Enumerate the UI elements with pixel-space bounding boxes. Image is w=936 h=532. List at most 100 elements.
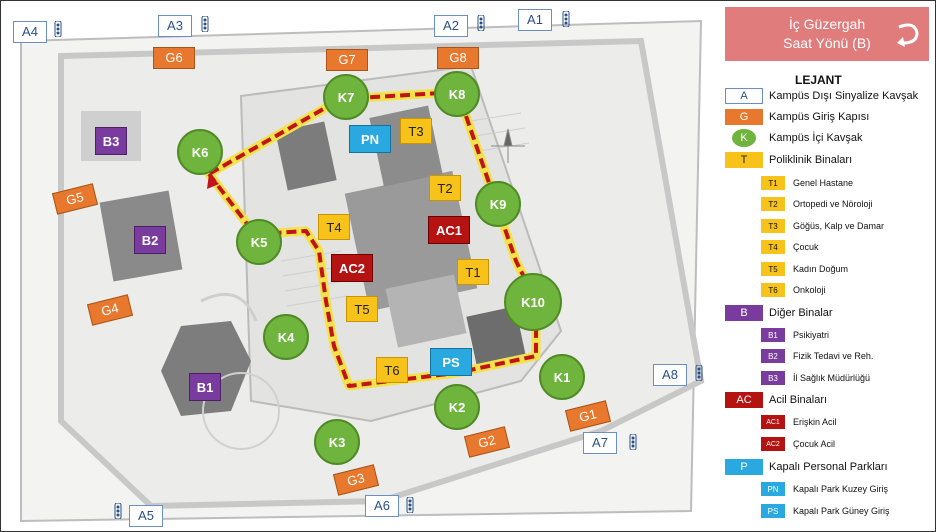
traffic-light-icon (54, 21, 62, 37)
building-b2[interactable]: B2 (134, 226, 166, 254)
traffic-light-icon (695, 365, 703, 381)
junction-k3[interactable]: K3 (314, 419, 360, 465)
legend-label-t: Poliklinik Binaları (769, 154, 853, 166)
junction-a7[interactable]: A7 (583, 432, 617, 454)
junction-k1[interactable]: K1 (539, 354, 585, 400)
clinic-t3[interactable]: T3 (400, 118, 432, 144)
junction-k10[interactable]: K10 (504, 273, 562, 331)
junction-k2[interactable]: K2 (434, 384, 480, 430)
legend-label-t5: Kadın Doğum (793, 264, 849, 274)
junction-a8[interactable]: A8 (653, 364, 687, 386)
legend-symbol-ps: PS (761, 504, 785, 518)
building-b3[interactable]: B3 (95, 127, 127, 155)
legend-symbol-t1: T1 (761, 176, 785, 190)
legend-symbol-p: P (725, 459, 763, 475)
clinic-t2[interactable]: T2 (429, 175, 461, 201)
junction-k5[interactable]: K5 (236, 219, 282, 265)
legend-row-ac: AC Acil Binaları (725, 391, 827, 409)
legend-row-t: T Poliklinik Binaları (725, 151, 852, 169)
junction-k9[interactable]: K9 (475, 181, 521, 227)
legend-symbol-b1: B1 (761, 328, 785, 342)
parking-pn[interactable]: PN (349, 125, 391, 153)
junction-k8[interactable]: K8 (434, 71, 480, 117)
gate-g6[interactable]: G6 (153, 47, 195, 69)
legend-item-ps: PS Kapalı Park Güney Giriş (761, 503, 890, 519)
legend-row-a: A Kampüs Dışı Sinyalize Kavşak (725, 87, 918, 105)
legend-label-ac1: Erişkin Acil (793, 417, 837, 427)
traffic-light-icon (201, 16, 209, 32)
traffic-light-icon (406, 497, 414, 513)
traffic-light-icon (629, 434, 637, 450)
legend-label-ac2: Çocuk Acil (793, 439, 836, 449)
legend-label-a: Kampüs Dışı Sinyalize Kavşak (769, 90, 919, 102)
junction-k7[interactable]: K7 (323, 74, 369, 120)
clinic-t4[interactable]: T4 (318, 214, 350, 240)
legend-item-ac2: AC2 Çocuk Acil (761, 436, 835, 452)
legend-symbol-t3: T3 (761, 219, 785, 233)
legend-symbol-g: G (725, 109, 763, 125)
legend-label-b1: Psikiyatri (793, 330, 830, 340)
legend-label-pn: Kapalı Park Kuzey Giriş (793, 484, 889, 494)
legend-symbol-pn: PN (761, 482, 785, 496)
junction-a1[interactable]: A1 (518, 9, 552, 31)
legend-item-t5: T5 Kadın Doğum (761, 261, 848, 277)
legend-label-b: Diğer Binalar (769, 307, 833, 319)
legend-symbol-b: B (725, 305, 763, 321)
route-title: İç Güzergah (788, 16, 866, 32)
clinic-t5[interactable]: T5 (346, 296, 378, 322)
legend-item-b3: B3 İl Sağlık Müdürlüğü (761, 370, 870, 386)
legend-symbol-k: K (732, 129, 756, 147)
legend-label-p: Kapalı Personal Parkları (769, 461, 888, 473)
legend-item-pn: PN Kapalı Park Kuzey Giriş (761, 481, 888, 497)
legend-symbol-t: T (725, 152, 763, 168)
clinic-t1[interactable]: T1 (457, 259, 489, 285)
gate-g7[interactable]: G7 (326, 49, 368, 71)
route-path (207, 91, 538, 388)
legend-symbol-ac2: AC2 (761, 437, 785, 451)
legend-label-g: Kampüs Giriş Kapısı (769, 111, 870, 123)
junction-k4[interactable]: K4 (263, 314, 309, 360)
legend-symbol-t6: T6 (761, 283, 785, 297)
legend-label-ac: Acil Binaları (769, 394, 828, 406)
emergency-ac1[interactable]: AC1 (428, 216, 470, 244)
junction-a2[interactable]: A2 (434, 15, 468, 37)
campus-map: A1 A2 A3 A4 A5 A6 A7 A8 G1 G2 G3 G4 G5 G… (1, 1, 721, 531)
legend-label-k: Kampüs İçi Kavşak (769, 132, 863, 144)
legend-label-b3: İl Sağlık Müdürlüğü (793, 373, 871, 383)
legend-label-b2: Fizik Tedavi ve Reh. (793, 351, 874, 361)
clinic-t6[interactable]: T6 (376, 357, 408, 383)
legend-title: LEJANT (795, 73, 842, 87)
legend-symbol-a: A (725, 88, 763, 104)
legend-symbol-ac: AC (725, 392, 763, 408)
building-b1[interactable]: B1 (189, 373, 221, 401)
legend-symbol-t5: T5 (761, 262, 785, 276)
legend-item-t1: T1 Genel Hastane (761, 175, 853, 191)
clockwise-arrow-icon (897, 23, 919, 47)
legend-label-ps: Kapalı Park Güney Giriş (793, 506, 890, 516)
junction-a4[interactable]: A4 (13, 21, 47, 43)
emergency-ac2[interactable]: AC2 (331, 254, 373, 282)
traffic-light-icon (477, 15, 485, 31)
legend-item-b1: B1 Psikiyatri (761, 327, 829, 343)
junction-a5[interactable]: A5 (129, 505, 163, 527)
legend-row-p: P Kapalı Personal Parkları (725, 458, 888, 476)
legend-row-k: K Kampüs İçi Kavşak (725, 129, 863, 147)
legend-symbol-b2: B2 (761, 349, 785, 363)
legend-label-t1: Genel Hastane (793, 178, 854, 188)
parking-ps[interactable]: PS (430, 348, 472, 376)
legend-symbol-b3: B3 (761, 371, 785, 385)
gate-g8[interactable]: G8 (437, 47, 479, 69)
junction-k6[interactable]: K6 (177, 129, 223, 175)
junction-a3[interactable]: A3 (158, 15, 192, 37)
legend-label-t3: Göğüs, Kalp ve Damar (793, 221, 885, 231)
junction-a6[interactable]: A6 (365, 495, 399, 517)
route-arrowhead (207, 174, 219, 189)
legend-symbol-t4: T4 (761, 240, 785, 254)
legend-row-g: G Kampüs Giriş Kapısı (725, 108, 869, 126)
legend-panel: İç Güzergah Saat Yönü (B) LEJANT A Kampü… (721, 1, 935, 531)
